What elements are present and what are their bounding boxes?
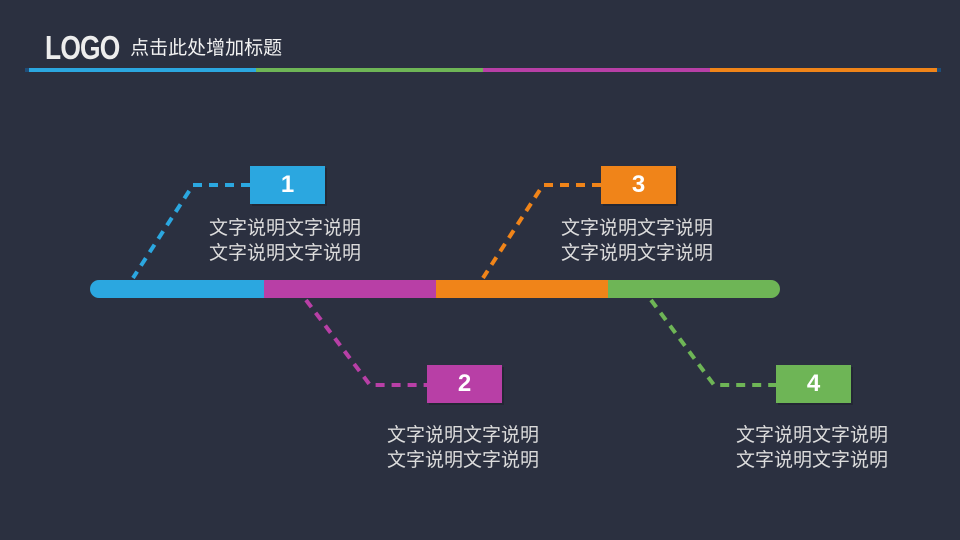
description-line: 文字说明文字说明 [208,218,361,239]
description-line: 文字说明文字说明 [208,243,361,264]
divider-segment-orange [710,68,937,72]
description-item-1: 文字说明文字说明 文字说明文字说明 [175,216,395,266]
divider-segment-blue [29,68,256,72]
bar-segment-orange [436,280,608,298]
description-line: 文字说明文字说明 [386,450,539,471]
number-box-3: 3 [601,166,676,204]
number-label-1: 1 [280,171,295,198]
bar-segment-purple [264,280,436,298]
divider-cap-right [937,68,941,72]
description-line: 文字说明文字说明 [735,425,888,446]
description-line: 文字说明文字说明 [386,425,539,446]
number-label-4: 4 [806,370,821,397]
description-line: 文字说明文字说明 [560,218,713,239]
number-box-1: 1 [250,166,325,204]
slide-header: LOGO 点击此处增加标题 [45,30,282,64]
divider-cap-left [25,68,29,72]
description-item-4: 文字说明文字说明 文字说明文字说明 [702,423,922,473]
connector-item-4 [649,298,777,387]
bar-segment-blue [90,280,264,298]
connector-item-2 [304,298,428,387]
description-item-3: 文字说明文字说明 文字说明文字说明 [527,216,747,266]
header-title-placeholder: 点击此处增加标题 [130,38,283,59]
logo-text: LOGO [45,28,120,66]
timeline-bar [90,280,780,298]
divider-segment-green [256,68,483,72]
number-box-4: 4 [776,365,851,403]
header-divider [25,68,941,72]
number-label-2: 2 [457,370,472,397]
description-item-2: 文字说明文字说明 文字说明文字说明 [353,423,573,473]
description-line: 文字说明文字说明 [560,243,713,264]
number-label-3: 3 [631,171,646,198]
description-line: 文字说明文字说明 [735,450,888,471]
number-box-2: 2 [427,365,502,403]
divider-segment-purple [483,68,710,72]
bar-segment-green [608,280,780,298]
